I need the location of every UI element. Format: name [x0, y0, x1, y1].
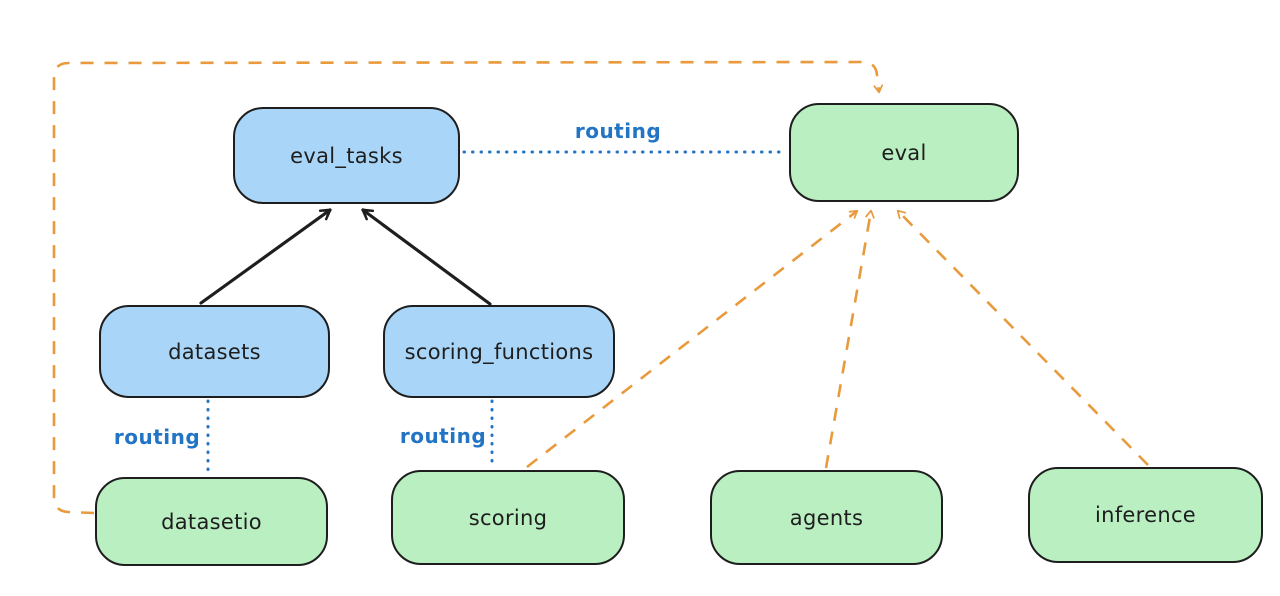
node-datasetio-label: datasetio: [161, 509, 262, 534]
node-eval: eval: [789, 103, 1019, 202]
node-scoring: scoring: [391, 470, 625, 565]
node-inference-label: inference: [1094, 503, 1197, 527]
node-inference: inference: [1028, 467, 1263, 563]
edge-datasets-to-eval-tasks: [199, 208, 332, 305]
node-eval-tasks: eval_tasks: [233, 107, 460, 204]
node-datasets: datasets: [99, 305, 330, 398]
edge-label-routing-top: routing: [574, 119, 662, 143]
node-scoring-functions-label: scoring_functions: [404, 339, 594, 364]
edge-datasetio-to-eval: [52, 60, 884, 515]
edge-agents-to-eval: [824, 209, 875, 469]
node-datasetio: datasetio: [95, 477, 328, 566]
edge-label-routing-middle: routing: [399, 424, 487, 448]
node-agents: agents: [710, 470, 943, 565]
edge-label-routing-left: routing: [113, 425, 201, 449]
edge-inference-to-eval: [896, 209, 1149, 466]
node-agents-label: agents: [789, 505, 864, 530]
edge-scoring-functions-to-eval-tasks: [361, 208, 492, 306]
node-eval-tasks-label: eval_tasks: [290, 143, 403, 168]
node-scoring-functions: scoring_functions: [383, 305, 615, 398]
node-eval-label: eval: [881, 140, 927, 165]
node-scoring-label: scoring: [468, 505, 548, 530]
edge-scoring-to-eval: [526, 209, 859, 469]
node-datasets-label: datasets: [168, 339, 261, 364]
